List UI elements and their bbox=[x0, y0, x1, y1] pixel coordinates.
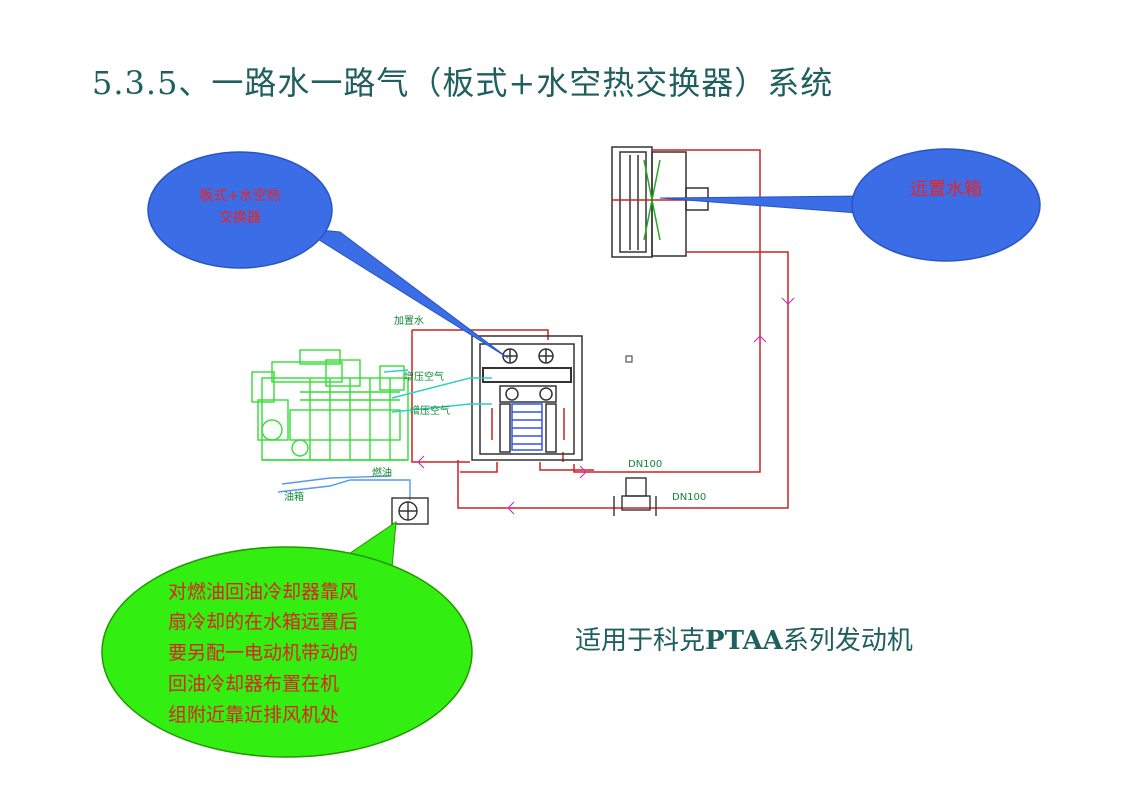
applies-model: PTAA bbox=[705, 626, 783, 656]
label-makeup-water: 加置水 bbox=[394, 315, 424, 327]
small-marker bbox=[625, 355, 633, 363]
heat-exchanger-module bbox=[471, 335, 583, 461]
page-title: 5.3.5、一路水一路气（板式+水空热交换器）系统 bbox=[92, 64, 834, 102]
callout-tank: 远置水箱 bbox=[659, 148, 1041, 262]
fuel-lines bbox=[277, 475, 429, 525]
callout-exchanger-line1: 板式+水空热 bbox=[199, 188, 281, 204]
engine bbox=[251, 349, 409, 461]
callout-exchanger: 板式+水空热 交换器 bbox=[147, 151, 509, 359]
label-return-oil: 燃油 bbox=[372, 466, 392, 479]
charge-air-pipes bbox=[383, 369, 492, 413]
note-line-2: 扇冷却的在水箱远置后 bbox=[168, 611, 358, 633]
applicability-note: 适用于科克PTAA系列发动机 bbox=[575, 620, 913, 657]
note-line-3: 要另配一电动机带动的 bbox=[168, 642, 358, 664]
note-line-1: 对燃油回油冷却器靠风 bbox=[168, 581, 358, 603]
label-dn100-top: DN100 bbox=[628, 459, 662, 470]
label-dn100-bottom: DN100 bbox=[672, 492, 706, 503]
callout-note: 对燃油回油冷却器靠风 扇冷却的在水箱远置后 要另配一电动机带动的 回油冷却器布置… bbox=[101, 520, 473, 758]
label-pressurized-air-2: 增压空气 bbox=[410, 404, 450, 417]
remote-radiator bbox=[611, 146, 709, 258]
water-pump bbox=[613, 477, 657, 516]
red-pipes bbox=[411, 149, 789, 509]
applies-prefix: 适用于科克 bbox=[575, 626, 706, 656]
label-oil-tank: 油箱 bbox=[284, 490, 304, 503]
flow-arrows bbox=[417, 297, 795, 515]
note-line-4: 回油冷却器布置在机 bbox=[168, 673, 339, 695]
applies-suffix: 系列发动机 bbox=[782, 626, 913, 656]
label-pressurized-air-1: 增压空气 bbox=[404, 370, 444, 383]
callout-exchanger-line2: 交换器 bbox=[219, 209, 261, 226]
callout-tank-text: 远置水箱 bbox=[910, 179, 982, 200]
note-line-5: 组附近靠近排风机处 bbox=[168, 704, 339, 726]
